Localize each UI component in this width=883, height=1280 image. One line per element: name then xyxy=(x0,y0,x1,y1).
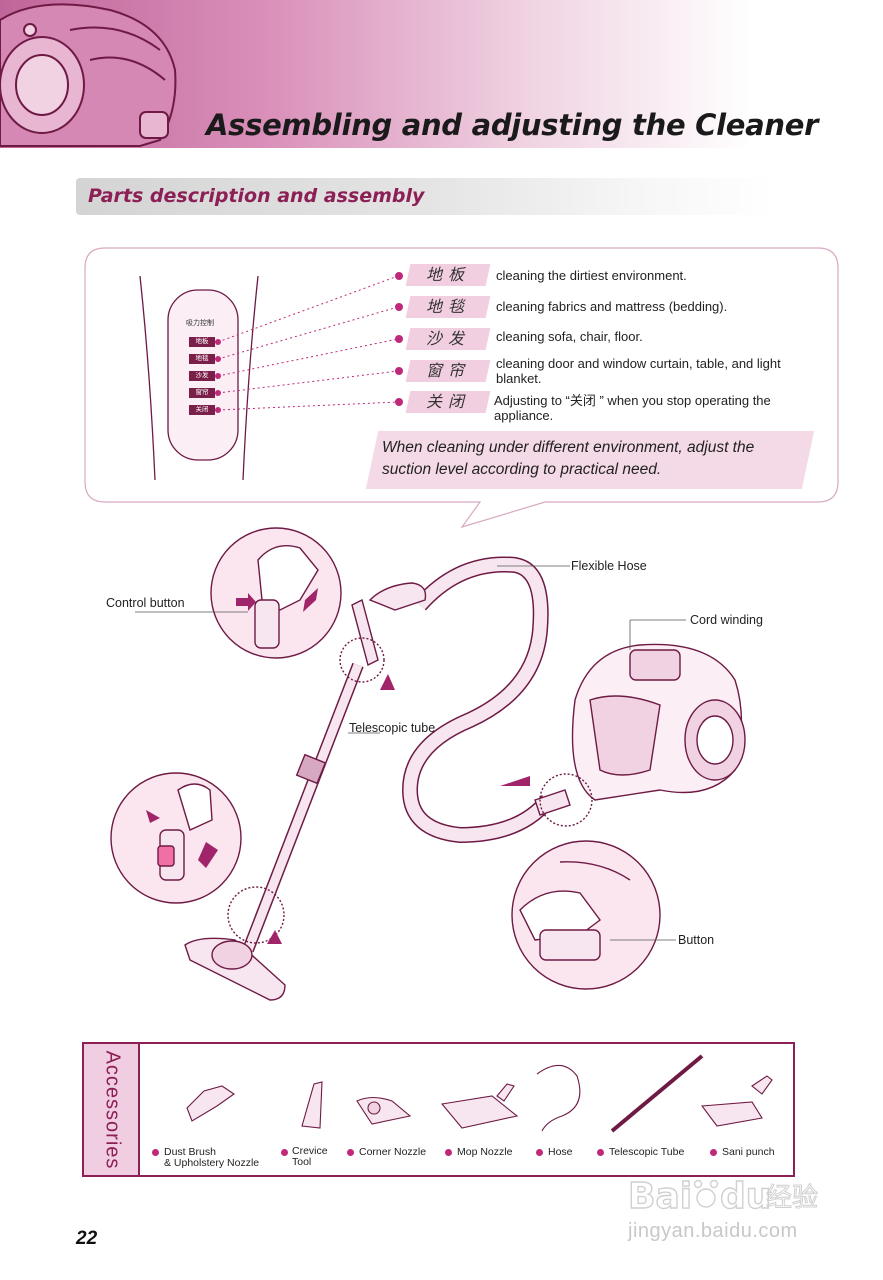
baidu-watermark-logo: Bai du 经验 xyxy=(627,1175,818,1217)
acc-dot xyxy=(597,1149,604,1156)
acc-dot xyxy=(281,1149,288,1156)
mode-tag-off: 关闭 xyxy=(405,391,491,413)
callout-button: Button xyxy=(678,933,715,947)
acc-label-mop-nozzle: Mop Nozzle xyxy=(457,1146,513,1158)
assembly-illustration xyxy=(110,527,746,1001)
mode-desc-off: Adjusting to “关闭 ” when you stop operati… xyxy=(494,393,771,423)
svg-text:du: du xyxy=(720,1176,771,1217)
svg-text:经验: 经验 xyxy=(766,1183,818,1213)
callout-telescopic-tube: Telescopic tube xyxy=(349,721,436,735)
acc-dot xyxy=(710,1149,717,1156)
mode-dot xyxy=(395,335,403,343)
mode-tag-floor: 地板 xyxy=(405,264,491,286)
acc-label-telescopic-tube: Telescopic Tube xyxy=(609,1146,685,1158)
acc-label-hose: Hose xyxy=(548,1146,573,1158)
page-title: Assembling and adjusting the Cleaner xyxy=(206,108,819,142)
mode-dot xyxy=(395,303,403,311)
acc-label-sani-punch: Sani punch xyxy=(722,1146,775,1158)
mode-tag-sofa: 沙发 xyxy=(405,328,491,350)
acc-label-corner-nozzle: Corner Nozzle xyxy=(359,1146,427,1158)
section-bar xyxy=(76,178,776,215)
mode-dot xyxy=(395,272,403,280)
acc-dot xyxy=(347,1149,354,1156)
callout-cord-winding: Cord winding xyxy=(690,613,763,627)
panel-heading: 吸力控制 xyxy=(186,320,214,327)
mode-desc-curtain: cleaning door and window curtain, table,… xyxy=(496,356,781,386)
acc-label-dust-brush: Dust Brush& Upholstery Nozzle xyxy=(164,1146,260,1169)
suction-note: When cleaning under different environmen… xyxy=(382,439,755,478)
acc-dot xyxy=(152,1149,159,1156)
mode-dot xyxy=(395,398,403,406)
panel-button-floor[interactable]: 地板 xyxy=(189,337,215,347)
header-vacuum-illustration xyxy=(0,3,177,147)
panel-button-sofa[interactable]: 沙发 xyxy=(189,371,215,381)
panel-button-off[interactable]: 关闭 xyxy=(189,405,215,415)
mode-tag-curtain: 窗帘 xyxy=(405,360,491,382)
mode-desc-carpet: cleaning fabrics and mattress (bedding). xyxy=(496,299,728,314)
callout-flexible-hose: Flexible Hose xyxy=(571,559,647,573)
accessories-illustrations xyxy=(186,1054,773,1133)
acc-dot xyxy=(536,1149,543,1156)
mode-desc-sofa: cleaning sofa, chair, floor. xyxy=(496,329,643,344)
acc-dot xyxy=(445,1149,452,1156)
mode-tag-carpet: 地毯 xyxy=(405,296,491,318)
mode-dot xyxy=(395,367,403,375)
panel-button-carpet[interactable]: 地毯 xyxy=(189,354,215,364)
mode-desc-floor: cleaning the dirtiest environment. xyxy=(496,268,687,283)
watermark-url: jingyan.baidu.com xyxy=(628,1220,798,1242)
svg-text:Bai: Bai xyxy=(628,1176,692,1217)
section-title: Parts description and assembly xyxy=(88,185,425,207)
accessories-heading: Accessories xyxy=(101,1050,124,1170)
page-number: 22 xyxy=(76,1228,98,1249)
panel-button-curtain[interactable]: 窗帘 xyxy=(189,388,215,398)
accessories-side-panel xyxy=(84,1044,140,1175)
callout-control-button: Control button xyxy=(106,596,185,610)
